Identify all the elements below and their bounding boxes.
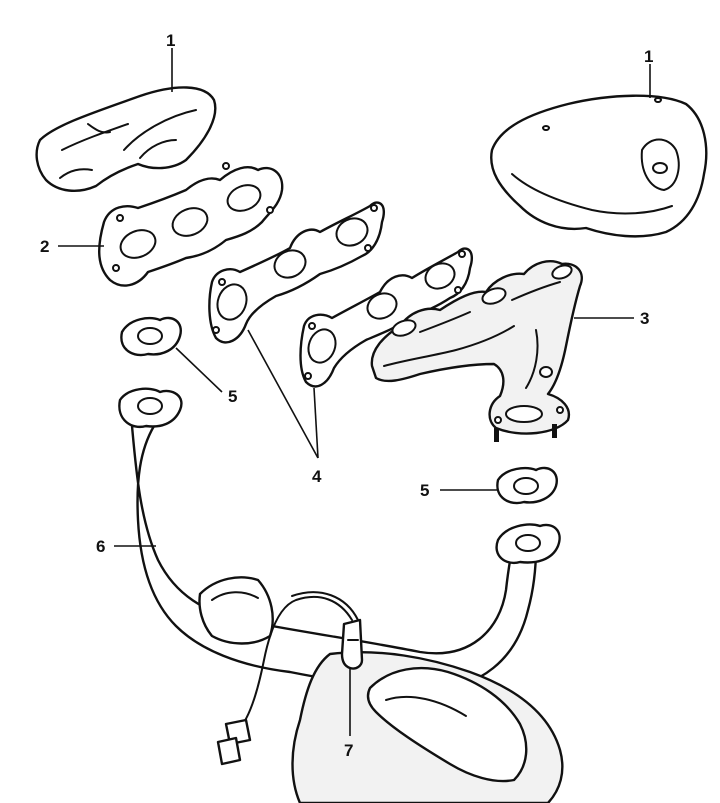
heat-shield-left	[35, 86, 217, 192]
callout-manifold-gaskets: 4	[247, 329, 322, 486]
heat-shield-right	[490, 94, 708, 238]
flange-gasket-left	[120, 316, 182, 357]
callout-flange-gasket-left: 5	[175, 347, 237, 406]
manifold-gasket-rear	[299, 247, 473, 388]
callout-label: 2	[40, 237, 49, 256]
manifold-gasket-front	[208, 201, 385, 344]
callout-gasket-plate: 2	[40, 237, 104, 256]
callout-heat-shield-right: 1	[644, 47, 653, 98]
callout-label: 4	[312, 467, 322, 486]
callout-front-pipe: 6	[96, 537, 156, 556]
exhaust-manifold	[370, 260, 583, 442]
oxygen-sensor	[216, 591, 364, 766]
callout-label: 3	[640, 309, 649, 328]
front-pipe	[118, 387, 564, 803]
callout-label: 5	[420, 481, 429, 500]
callout-label: 1	[644, 47, 653, 66]
callout-heat-shield-left: 1	[166, 31, 175, 92]
callout-label: 5	[228, 387, 237, 406]
callout-label: 1	[166, 31, 175, 50]
callout-exhaust-manifold: 3	[574, 309, 649, 328]
callout-label: 7	[344, 741, 353, 760]
gasket-plate	[98, 162, 284, 287]
callout-oxygen-sensor: 7	[344, 668, 353, 760]
callout-flange-gasket-right: 5	[420, 481, 498, 500]
flange-gasket-right	[496, 466, 558, 505]
callout-label: 6	[96, 537, 105, 556]
